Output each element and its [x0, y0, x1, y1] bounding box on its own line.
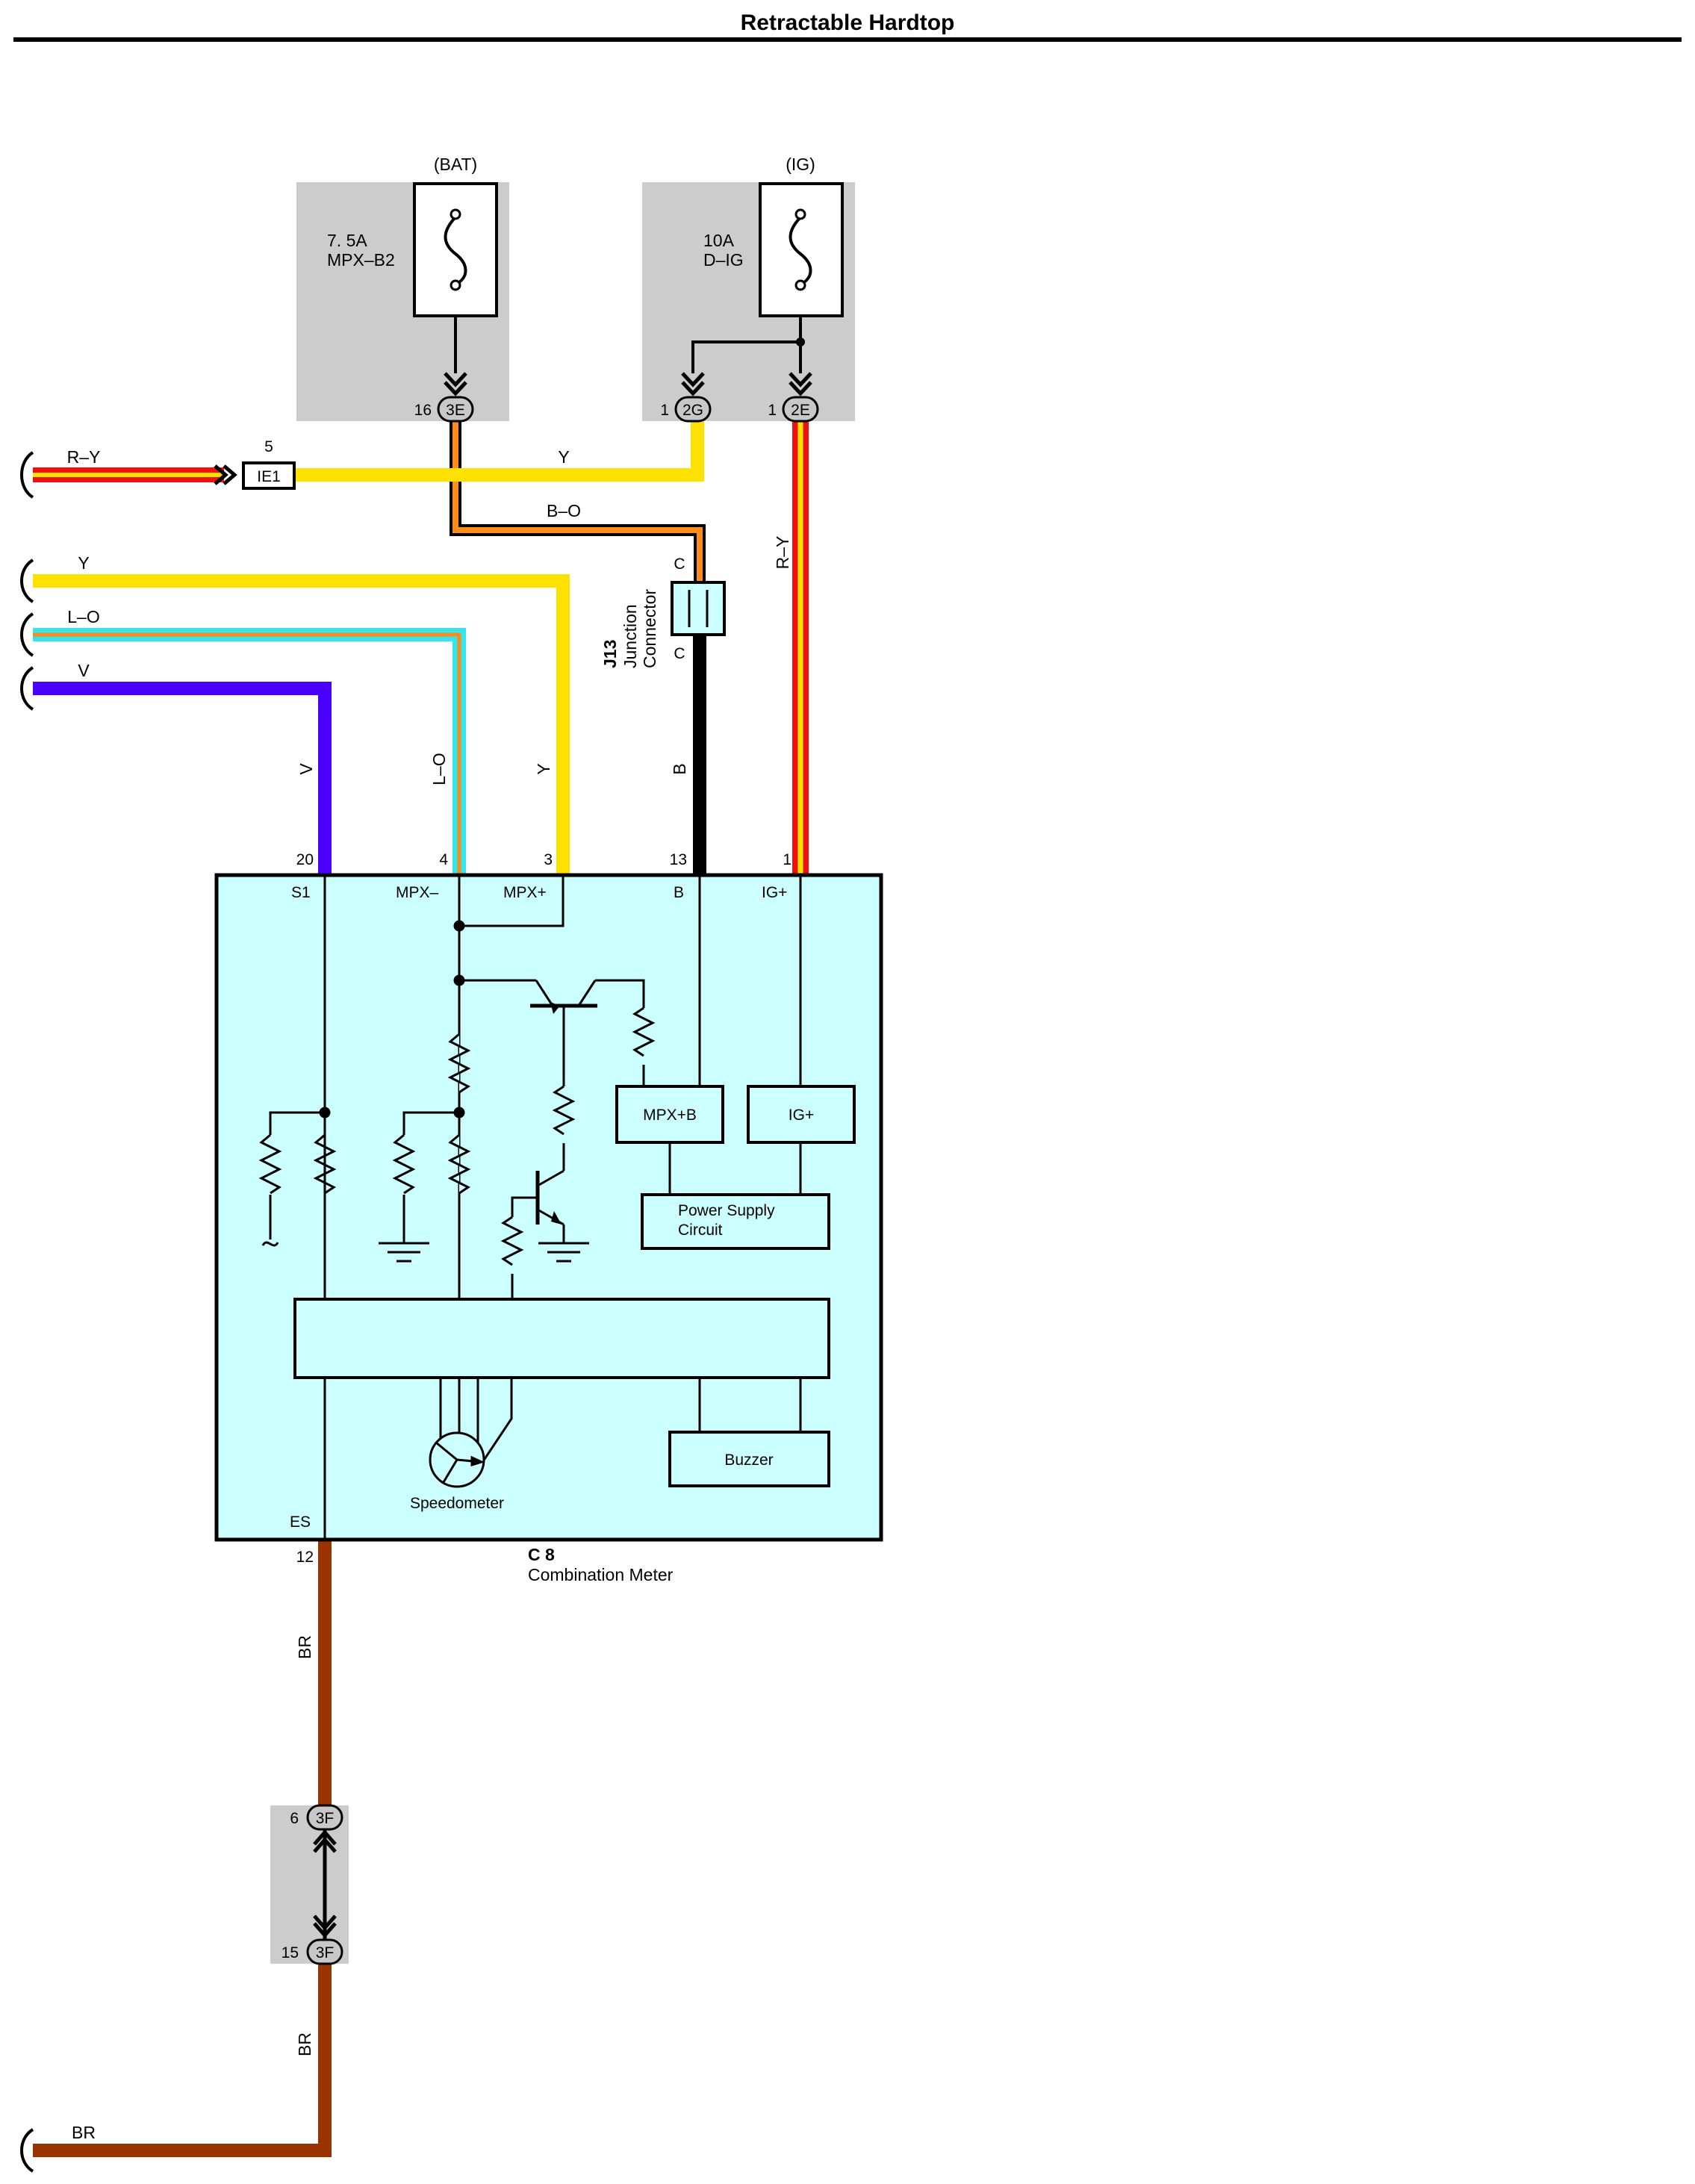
- wire-labels: R–Y Y B–O R–Y Y L–O V V L–O Y B BR BR BR: [67, 447, 792, 2142]
- svg-text:Junction: Junction: [621, 604, 640, 668]
- svg-text:5: 5: [264, 438, 273, 455]
- svg-text:R–Y: R–Y: [773, 536, 792, 570]
- svg-text:MPX+B: MPX+B: [643, 1107, 697, 1124]
- svg-text:3E: 3E: [446, 402, 465, 419]
- connector-3E: 3E 16: [414, 396, 474, 423]
- fuse-source-label: (BAT): [434, 155, 477, 174]
- svg-text:MPX–: MPX–: [396, 884, 439, 901]
- svg-text:L–O: L–O: [429, 753, 449, 785]
- svg-text:1: 1: [783, 851, 791, 868]
- svg-text:1: 1: [660, 402, 669, 419]
- svg-text:13: 13: [670, 851, 687, 868]
- svg-text:Connector: Connector: [640, 589, 659, 668]
- svg-text:B: B: [674, 884, 684, 901]
- component-code: C 8: [528, 1545, 555, 1564]
- connector-arrow: [313, 1914, 337, 1938]
- connector-arrow: [789, 372, 812, 396]
- svg-text:V: V: [296, 763, 316, 775]
- svg-text:S1: S1: [291, 884, 311, 901]
- svg-text:Speedometer: Speedometer: [410, 1495, 504, 1512]
- svg-text:Y: Y: [534, 763, 553, 774]
- connector-arrow: [444, 372, 467, 396]
- svg-text:B: B: [670, 763, 689, 774]
- svg-text:ES: ES: [290, 1513, 311, 1531]
- fuse-icon: [789, 216, 812, 286]
- buzzer-block: [668, 1431, 830, 1487]
- fuse-box-ig: (IG) 10A D–IG: [642, 155, 855, 421]
- wire-v-input: [33, 682, 332, 875]
- svg-text:IG+: IG+: [762, 884, 787, 901]
- junction-connector-j13: C C J13 Junction Connector: [600, 556, 726, 668]
- svg-text:4: 4: [439, 851, 448, 868]
- svg-text:12: 12: [296, 1549, 314, 1566]
- power-supply-circuit: [641, 1193, 830, 1250]
- wire-b-o: [450, 418, 706, 582]
- wire-break-symbols: [20, 451, 34, 2173]
- fuse-box-bat: (BAT) 7. 5A MPX–B2: [296, 155, 509, 421]
- ig-plus-block: [747, 1085, 856, 1144]
- svg-text:3F: 3F: [316, 1944, 335, 1961]
- mpx-b-block: [615, 1085, 724, 1144]
- connector-2E: 2E 1: [768, 396, 819, 423]
- connector-2G: 2G 1: [660, 396, 712, 423]
- svg-text:C: C: [674, 645, 685, 662]
- svg-text:2G: 2G: [682, 402, 703, 419]
- fuse-source-label: (IG): [786, 155, 815, 174]
- svg-text:R–Y: R–Y: [67, 447, 101, 467]
- svg-text:IG+: IG+: [789, 1107, 814, 1124]
- svg-text:BR: BR: [295, 2032, 314, 2056]
- component-name: Combination Meter: [528, 1565, 674, 1584]
- svg-text:C: C: [674, 556, 685, 573]
- fuse-name: MPX–B2: [327, 250, 395, 270]
- svg-text:Power Supply: Power Supply: [678, 1202, 775, 1219]
- wire-r-y-input: [33, 464, 237, 485]
- speedometer-icon: [429, 1431, 485, 1488]
- svg-text:Y: Y: [558, 447, 569, 467]
- svg-text:IE1: IE1: [257, 468, 281, 485]
- svg-text:B–O: B–O: [547, 501, 581, 520]
- svg-text:3F: 3F: [316, 1810, 335, 1827]
- page-title: Retractable Hardtop: [741, 10, 955, 35]
- wire-y-top: [295, 418, 704, 482]
- connector-arrow: [313, 1829, 337, 1853]
- fuse-name: D–IG: [703, 250, 744, 270]
- svg-text:15: 15: [282, 1944, 299, 1961]
- svg-text:2E: 2E: [791, 402, 810, 419]
- svg-text:BR: BR: [72, 2123, 96, 2142]
- combination-meter-c8: 20 4 3 13 1 12 S1 MPX– MPX+ B IG+ ES: [214, 851, 883, 1584]
- wire-y-input: [33, 574, 570, 875]
- svg-text:V: V: [78, 661, 90, 680]
- svg-text:J13: J13: [600, 640, 620, 668]
- svg-text:3: 3: [544, 851, 553, 868]
- svg-text:20: 20: [296, 851, 314, 868]
- svg-text:Circuit: Circuit: [678, 1222, 723, 1239]
- connector-IE1: IE1 5: [242, 438, 296, 490]
- svg-text:Y: Y: [78, 553, 89, 573]
- fuse-icon: [444, 216, 467, 286]
- wire-br: [33, 1540, 332, 2157]
- svg-text:16: 16: [414, 402, 432, 419]
- wire-l-o-input: [33, 628, 466, 875]
- fuse-rating: 7. 5A: [327, 231, 367, 250]
- svg-text:Buzzer: Buzzer: [724, 1452, 773, 1469]
- svg-text:6: 6: [290, 1810, 299, 1827]
- connector-arrow: [214, 464, 237, 485]
- fuse-rating: 10A: [703, 231, 735, 250]
- svg-text:MPX+: MPX+: [503, 884, 547, 901]
- connector-3F: 3F 6 3F 15: [270, 1804, 349, 1965]
- fuse-body: [759, 182, 844, 317]
- header-rule: [13, 37, 1682, 42]
- svg-text:1: 1: [768, 402, 777, 419]
- connector-arrow: [681, 372, 705, 396]
- svg-text:BR: BR: [295, 1635, 314, 1659]
- svg-text:L–O: L–O: [67, 607, 99, 626]
- meter-ecu-block: [293, 1298, 830, 1379]
- fuse-body: [413, 182, 498, 317]
